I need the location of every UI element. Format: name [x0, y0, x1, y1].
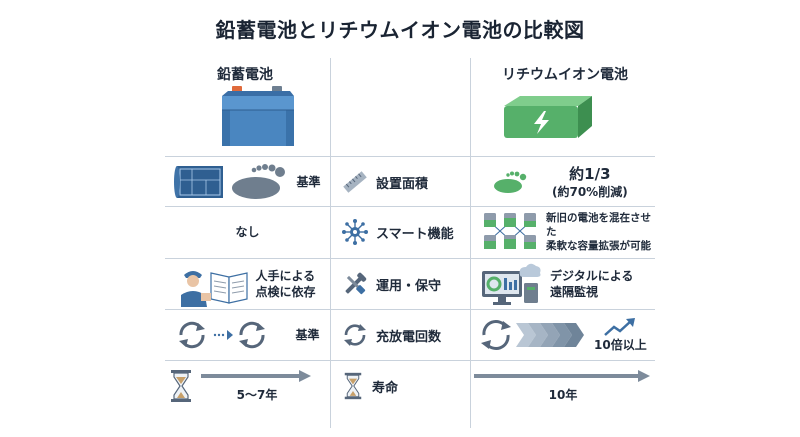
comparison-row-charge-cycles: 基準 充放電回数 — [165, 311, 655, 359]
lithium-value: 10年 — [548, 387, 578, 402]
row-divider — [165, 206, 655, 207]
lead-cell: 基準 — [165, 158, 330, 206]
lifespan-arrow-short — [201, 369, 313, 383]
lithium-value-line1: 新旧の電池を混在させた — [546, 211, 651, 238]
lead-value-line1: 人手による — [255, 268, 316, 283]
lithium-cell: 10倍以上 — [470, 311, 655, 359]
hourglass-icon — [169, 369, 193, 403]
lead-cell: 5～7年 — [165, 362, 330, 410]
metric-label: 運用・保守 — [376, 278, 442, 294]
lithium-cell: 10年 — [470, 362, 655, 410]
hourglass-icon — [342, 372, 364, 400]
lithium-cell: デジタルによる 遠隔監視 — [470, 260, 655, 308]
comparison-row-lifespan: 5～7年 寿命 10年 — [165, 362, 655, 410]
metric-cell: 設置面積 — [330, 158, 470, 206]
ruler-icon — [342, 169, 368, 195]
lead-value-line2: 点検に依存 — [255, 285, 316, 299]
lithium-value-line1: デジタルによる — [550, 268, 634, 283]
lithium-cell: 約1/3 (約70%削減) — [470, 158, 655, 206]
lead-value: 基準 — [295, 327, 320, 342]
cycle-arrows-icon — [175, 318, 271, 352]
lifespan-arrow-long — [474, 369, 652, 383]
comparison-row-installation-area: 基準 設置面積 — [165, 158, 655, 206]
lithium-ion-battery-icon — [498, 92, 596, 148]
lithium-subvalue: (約70%削減) — [552, 185, 628, 200]
column-divider-left — [330, 58, 331, 428]
row-divider — [165, 258, 655, 259]
lead-value: 基準 — [296, 174, 321, 189]
row-divider — [165, 360, 655, 361]
lithium-value: 約1/3 — [569, 165, 611, 184]
page-title: 鉛蓄電池とリチウムイオン電池の比較図 — [215, 18, 585, 42]
metric-label: 設置面積 — [376, 176, 429, 192]
metric-label: スマート機能 — [376, 226, 454, 242]
small-footprint-icon — [492, 170, 532, 194]
lithium-value-line2: 柔軟な容量拡張が可能 — [546, 240, 651, 253]
lithium-value: 10倍以上 — [594, 337, 647, 352]
lead-cell: 人手による 点検に依存 — [165, 260, 330, 308]
row-divider — [165, 156, 655, 157]
comparison-row-operation-maintenance: 人手による 点検に依存 運用・保守 デジタルによ — [165, 260, 655, 308]
repeated-cycle-chevrons-icon — [480, 317, 590, 353]
remote-monitor-cloud-icon — [480, 261, 542, 307]
lead-cell: 基準 — [165, 311, 330, 359]
blueprint-icon — [174, 162, 226, 202]
network-hub-icon — [342, 219, 368, 245]
lithium-cell: 新旧の電池を混在させた 柔軟な容量拡張が可能 — [470, 208, 655, 256]
row-divider — [165, 309, 655, 310]
comparison-row-smart-function: なし スマート機能 — [165, 208, 655, 256]
metric-cell: 運用・保守 — [330, 260, 470, 308]
metric-label: 寿命 — [372, 380, 399, 396]
lead-cell: なし — [165, 208, 330, 256]
wrench-screwdriver-icon — [342, 271, 368, 297]
column-header-lead-acid: 鉛蓄電池 — [217, 67, 273, 83]
worker-reading-manual-icon — [179, 261, 249, 307]
battery-network-icon — [480, 210, 540, 254]
metric-cell: スマート機能 — [330, 208, 470, 256]
trend-up-arrow-icon — [603, 317, 637, 337]
cycle-icon — [342, 322, 368, 348]
large-footprint-icon — [230, 162, 292, 202]
lead-value: なし — [235, 224, 260, 239]
metric-label: 充放電回数 — [376, 329, 442, 345]
column-header-lithium-ion: リチウムイオン電池 — [502, 67, 628, 83]
lead-value: 5～7年 — [236, 387, 278, 402]
lead-acid-battery-icon — [218, 84, 296, 148]
metric-cell: 寿命 — [330, 362, 470, 410]
metric-cell: 充放電回数 — [330, 311, 470, 359]
lithium-value-line2: 遠隔監視 — [550, 285, 599, 299]
column-divider-right — [470, 58, 471, 428]
